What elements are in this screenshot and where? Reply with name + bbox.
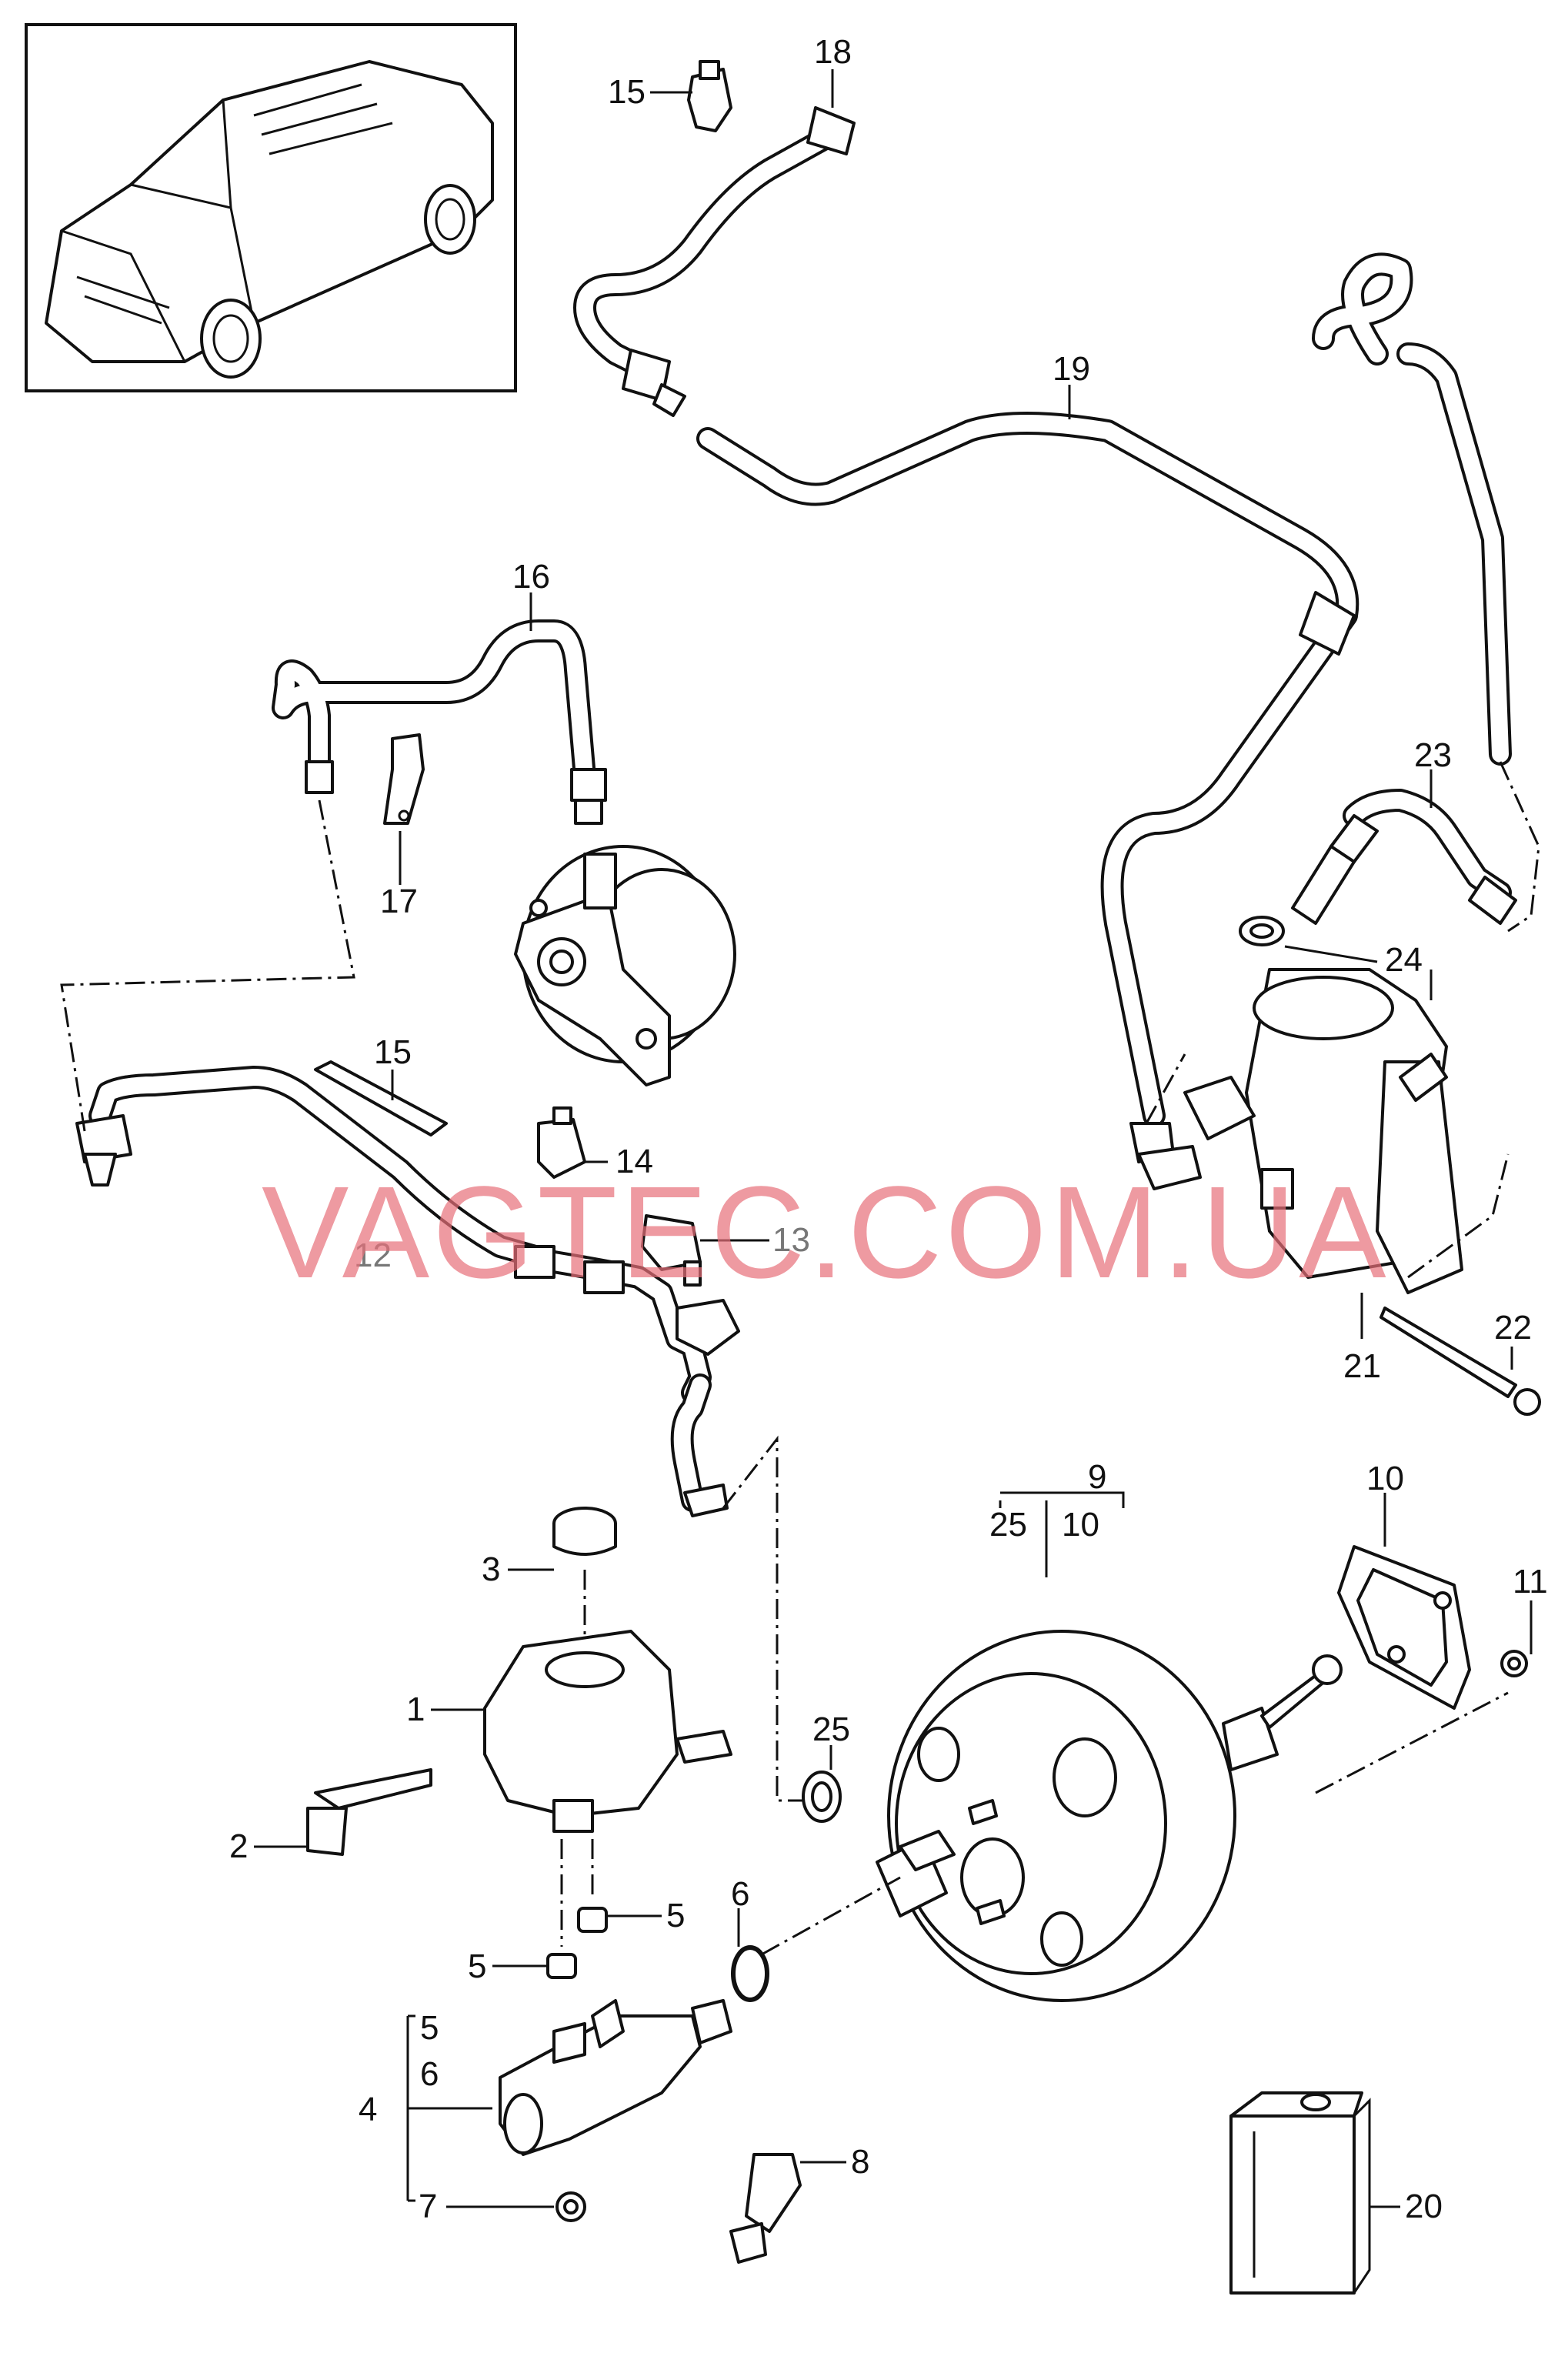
vacuum-pump-electric-icon	[1137, 968, 1510, 1294]
gasket-10	[1337, 1545, 1471, 1710]
clip-14	[537, 1106, 586, 1179]
callout-8: 8	[851, 2143, 869, 2181]
callout-12: 12	[354, 1237, 392, 1274]
dash-line-grommets	[560, 1839, 594, 1947]
vehicle-thumbnail-icon	[25, 23, 517, 392]
callout-21: 21	[1343, 1347, 1381, 1385]
nut-11	[1500, 1650, 1528, 1677]
callout-13: 13	[772, 1221, 810, 1259]
callout-6-group: 6	[420, 2055, 439, 2093]
callout-16: 16	[512, 558, 550, 596]
dash-line-mc	[761, 1876, 901, 1956]
callout-10: 10	[1366, 1460, 1404, 1497]
callout-7: 7	[419, 2188, 437, 2225]
master-cylinder-icon	[499, 1999, 732, 2156]
vacuum-hose-19	[573, 106, 1359, 1163]
vacuum-hose-23	[1291, 789, 1517, 925]
grommet-5a	[577, 1907, 608, 1933]
vacuum-hose-right	[1312, 252, 1540, 933]
dash-line-booster	[1315, 1691, 1509, 1794]
sleeve-15	[314, 1060, 448, 1136]
callout-9: 9	[1088, 1458, 1106, 1496]
reservoir-cap-3	[552, 1507, 617, 1556]
callout-5-right: 5	[666, 1897, 685, 1934]
callout-25-booster: 25	[989, 1506, 1027, 1544]
callout-5-group: 5	[420, 2009, 439, 2047]
vacuum-pump-icon	[514, 845, 736, 1086]
watermark: VAGTEC.COM.UA	[262, 1160, 1390, 1306]
vacuum-line-12	[75, 1066, 740, 1517]
leader-lines	[254, 69, 1533, 2208]
callout-24: 24	[1385, 941, 1423, 979]
callout-17: 17	[380, 883, 418, 920]
callout-14: 14	[616, 1143, 653, 1180]
brake-fluid-can-icon	[1229, 2091, 1371, 2295]
callout-20: 20	[1405, 2188, 1443, 2225]
dash-line-12	[722, 1435, 823, 1802]
seal-24	[1239, 916, 1285, 946]
nut-7	[555, 2191, 586, 2222]
dash-line-16	[60, 799, 355, 1132]
callout-6: 6	[731, 1875, 749, 1913]
callout-19: 19	[1053, 350, 1090, 388]
vacuum-hose-16	[272, 619, 607, 825]
brake-fluid-reservoir-icon	[483, 1630, 732, 1833]
callout-15-top: 15	[608, 73, 646, 111]
clip-2	[306, 1768, 432, 1856]
callout-25: 25	[812, 1711, 850, 1748]
callout-5-left: 5	[468, 1947, 486, 1985]
callout-22: 22	[1494, 1309, 1532, 1347]
clip-15-top	[687, 60, 732, 132]
callout-23: 23	[1414, 736, 1452, 774]
callout-18: 18	[814, 33, 852, 71]
bolt-22	[1380, 1307, 1541, 1416]
sensor-13	[641, 1214, 702, 1287]
o-ring-6	[731, 1945, 769, 2002]
callout-1: 1	[406, 1690, 425, 1728]
callout-11: 11	[1513, 1563, 1548, 1600]
callout-3: 3	[482, 1550, 500, 1588]
callout-labels: 15 18 19 16 17 15 14 13 12 23 24 21 22 9…	[229, 33, 1548, 2225]
bracket-17	[383, 733, 425, 825]
callout-15-mid: 15	[374, 1033, 412, 1071]
dash-line-19	[1145, 1053, 1186, 1124]
callout-4: 4	[359, 2091, 377, 2128]
callout-2: 2	[229, 1827, 248, 1865]
clip-8	[729, 2153, 802, 2264]
callout-10-booster: 10	[1062, 1506, 1099, 1544]
grommet-5b	[546, 1953, 577, 1979]
brake-booster-icon	[876, 1630, 1343, 2002]
seal-25	[802, 1771, 842, 1823]
